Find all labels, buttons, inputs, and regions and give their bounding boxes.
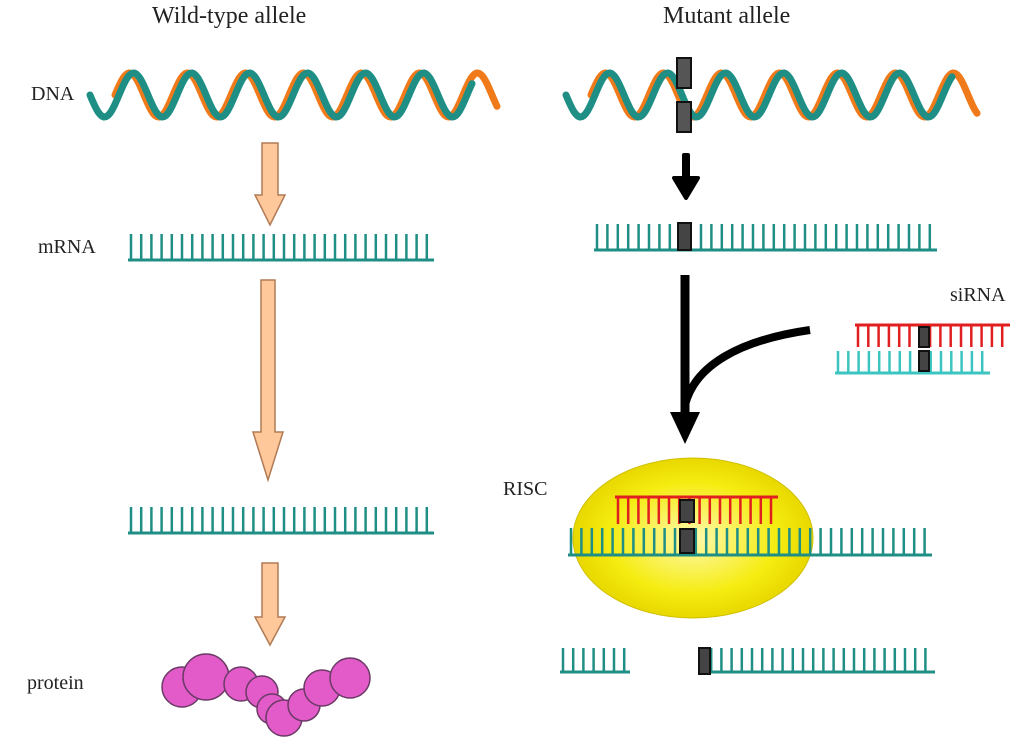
- sirna-duplex: [835, 323, 1010, 375]
- mutation-marker-bottom: [676, 101, 692, 133]
- wildtype-header: Wild-type allele: [152, 3, 307, 29]
- risc-label: RISC: [503, 478, 548, 500]
- wildtype-dna-strand-teal: [86, 69, 476, 121]
- mutant-dna-strand-teal: [562, 69, 956, 121]
- translation-arrow-icon: [253, 562, 287, 647]
- risc-guide-mutation-marker: [679, 499, 695, 523]
- dna-label: DNA: [31, 83, 75, 105]
- cleaved-mrna-fragments: [560, 647, 935, 675]
- mutation-marker-top: [676, 57, 692, 89]
- protein-label: protein: [27, 672, 84, 694]
- sirna-mutation-marker-bottom: [918, 350, 930, 372]
- wildtype-dna-helix: [86, 69, 501, 121]
- mutant-header: Mutant allele: [663, 3, 791, 29]
- transcription-arrow-icon: [253, 142, 287, 227]
- protein-bead: [182, 653, 230, 701]
- sirna-mutation-marker-top: [918, 326, 930, 348]
- wildtype-mature-mrna-strand: [128, 507, 434, 535]
- sirna-label: siRNA: [950, 284, 1006, 306]
- sirna-joining-curve: [681, 326, 811, 407]
- protein-bead: [329, 657, 371, 699]
- mutant-mrna-strand: [594, 222, 937, 252]
- protein-bead-chain-icon: [161, 653, 371, 737]
- mrna-label: mRNA: [38, 236, 96, 258]
- wildtype-mrna-strand: [128, 234, 434, 262]
- risc-complex: [568, 457, 932, 619]
- cleaved-mutation-marker: [698, 647, 711, 675]
- silencing-arrowhead-icon: [670, 412, 700, 444]
- silencing-pathway-arrow: [670, 275, 811, 444]
- mutant-dna-helix: [562, 57, 981, 133]
- risc-target-mutation-marker: [679, 528, 695, 554]
- mutant-transcription-arrow-icon: [672, 153, 700, 200]
- processing-arrow-icon: [251, 279, 285, 483]
- risc-guide-strand: [615, 495, 778, 524]
- mrna-mutation-marker: [677, 222, 692, 251]
- risc-target-mrna: [568, 528, 932, 557]
- wildtype-process-arrows: [251, 142, 287, 647]
